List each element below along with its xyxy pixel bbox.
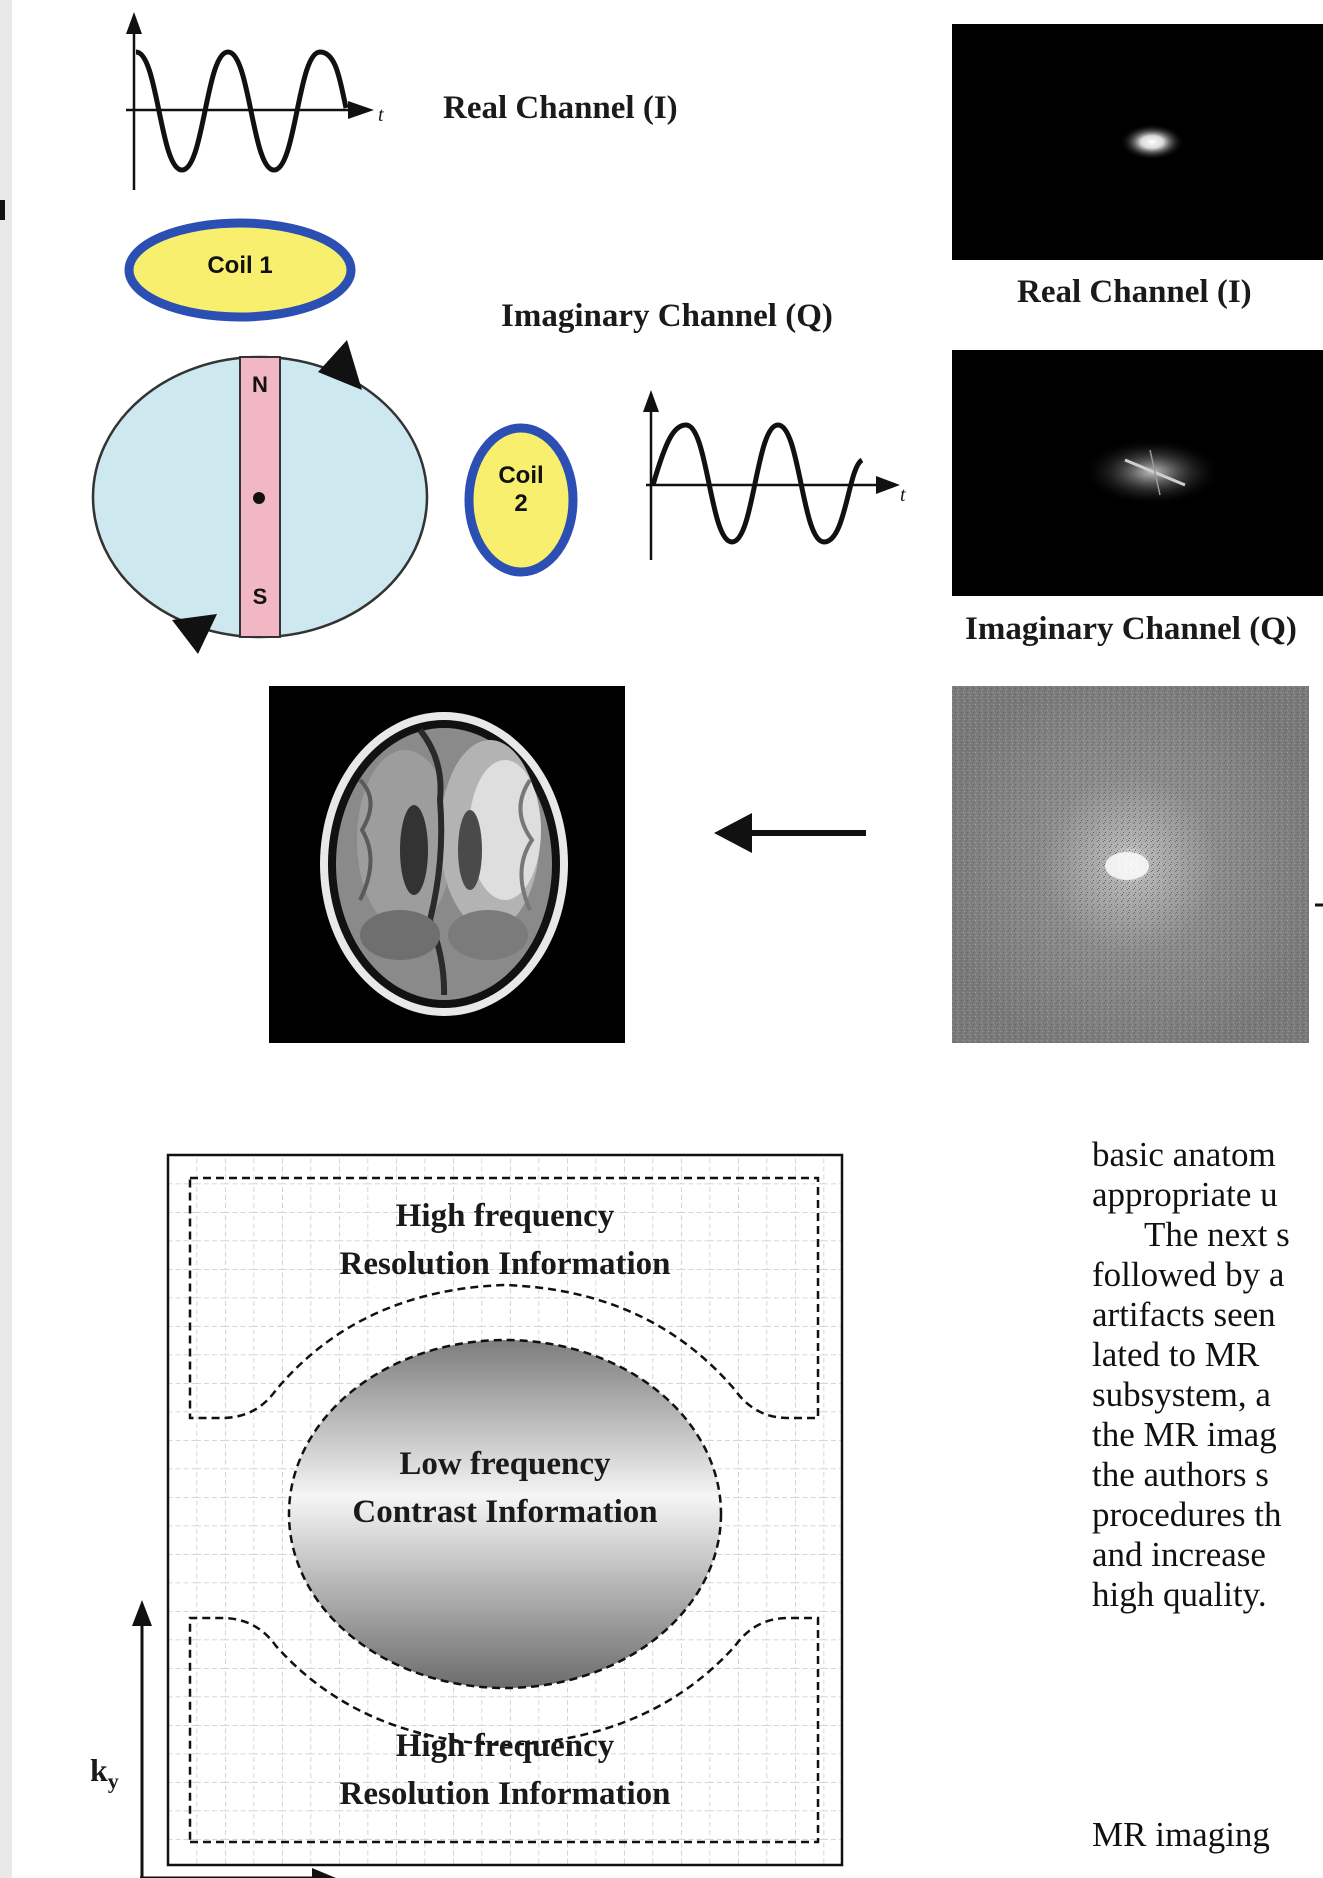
ky-axis-subscript: y	[107, 1768, 119, 1794]
body-text-next-section: MR imaging	[1092, 1815, 1270, 1854]
coil-1-label: Coil 1	[207, 252, 273, 279]
body-line: The next s	[1144, 1215, 1290, 1254]
body-line: appropriate u	[1092, 1175, 1278, 1214]
real-channel-waveform	[126, 12, 374, 190]
imaginary-channel-kspace-image	[952, 350, 1323, 596]
magnet-south-label: S	[252, 584, 268, 609]
bottom-high-frequency-line2: Resolution Information	[339, 1776, 671, 1812]
precession-arrow-top	[318, 340, 362, 390]
ky-axis-label: ky	[90, 1752, 119, 1794]
body-line: lated to MR	[1092, 1335, 1260, 1374]
coil-2	[464, 423, 578, 577]
body-line: the authors s	[1092, 1455, 1269, 1494]
real-channel-kspace-image	[952, 24, 1323, 260]
body-line: artifacts seen	[1092, 1295, 1276, 1334]
body-text-paragraph: basic anatom appropriate u The next s fo…	[1092, 1135, 1323, 1615]
bottom-high-frequency-label: High frequency Resolution Information	[168, 1722, 842, 1818]
coil-2-label-line2: 2	[514, 490, 528, 517]
time-axis-label-top: t	[378, 104, 384, 126]
kspace-regions-diagram	[132, 1153, 844, 1878]
body-line: high quality.	[1092, 1575, 1267, 1614]
combined-kspace-image	[952, 686, 1323, 1043]
real-channel-label: Real Channel (I)	[443, 90, 678, 126]
imaginary-channel-waveform	[643, 390, 900, 560]
low-frequency-line2: Contrast Information	[352, 1494, 658, 1530]
coil-2-label-line1: Coil	[498, 462, 544, 489]
body-line: followed by a	[1092, 1255, 1285, 1294]
body-line: subsystem, a	[1092, 1375, 1271, 1414]
body-line: and increase	[1092, 1535, 1266, 1574]
top-high-frequency-line1: High frequency	[395, 1198, 615, 1234]
magnet-north-label: N	[252, 372, 268, 397]
coil-1	[124, 218, 356, 322]
body-line: the MR imag	[1092, 1415, 1277, 1454]
low-frequency-label: Low frequency Contrast Information	[168, 1440, 842, 1536]
top-high-frequency-label: High frequency Resolution Information	[168, 1192, 842, 1288]
brain-mri-image	[269, 686, 625, 1043]
top-high-frequency-line2: Resolution Information	[339, 1246, 671, 1282]
precession-arrow-bottom	[172, 614, 217, 654]
margin-mark	[0, 200, 5, 220]
time-axis-label-bottom: t	[900, 484, 906, 506]
body-line: basic anatom	[1092, 1135, 1276, 1174]
bottom-high-frequency-line1: High frequency	[395, 1728, 615, 1764]
magnet-center-dot	[253, 492, 265, 504]
low-frequency-line1: Low frequency	[399, 1446, 611, 1482]
body-line: procedures th	[1092, 1495, 1282, 1534]
ky-axis-main: k	[90, 1752, 108, 1788]
coil-2-label: Coil 2	[474, 462, 568, 518]
reconstruction-arrow	[714, 813, 866, 853]
imaginary-channel-label: Imaginary Channel (Q)	[501, 298, 833, 334]
page-gutter	[0, 0, 12, 1878]
imaginary-channel-image-caption: Imaginary Channel (Q)	[965, 611, 1297, 647]
real-channel-image-caption: Real Channel (I)	[1017, 274, 1252, 310]
